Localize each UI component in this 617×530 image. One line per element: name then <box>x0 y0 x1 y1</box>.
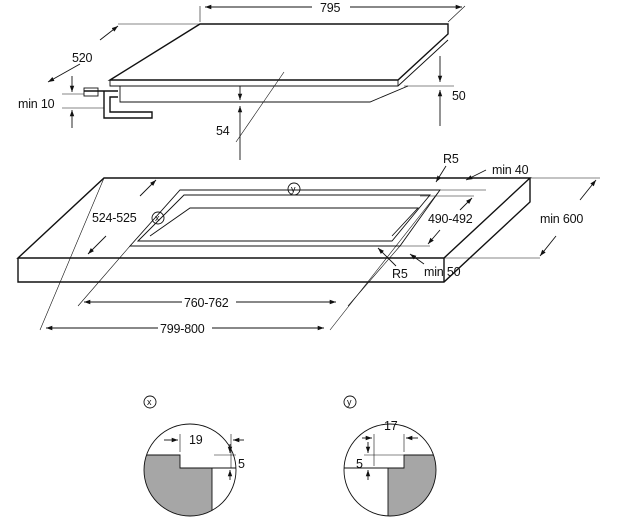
radius-bottom-label: R5 <box>392 267 408 281</box>
detail-y-tag-label: y <box>347 397 352 407</box>
detail-x-worktop-section <box>144 455 212 516</box>
detail-x-circle <box>143 423 237 517</box>
min-back-label: min 40 <box>492 163 529 177</box>
hob-height-label: 50 <box>452 89 466 103</box>
marker-x-label: x <box>155 213 160 223</box>
min-front-label: min 50 <box>424 265 461 279</box>
cutout-inner <box>136 194 431 242</box>
cutout-outer <box>128 189 441 247</box>
detail-y-width-label: 17 <box>384 419 398 433</box>
worktop-cutout-view: y x R5 min 40 min 600 490-492 524-525 R5… <box>16 152 600 336</box>
detail-y: y 17 5 <box>343 395 437 517</box>
detail-x-tag <box>143 395 157 409</box>
hob-body <box>119 85 409 103</box>
detail-x-depth-label: 5 <box>238 457 245 471</box>
depth-below-label: 54 <box>216 124 230 138</box>
worktop-depth-label: min 600 <box>540 212 583 226</box>
detail-x-tag-label: x <box>147 397 152 407</box>
hob-view: 795 520 min 10 50 54 <box>18 1 466 160</box>
detail-y-circle <box>343 423 437 517</box>
cut-width-inner-label: 760-762 <box>184 296 229 310</box>
hob-width-label: 795 <box>320 1 341 15</box>
worktop-bracket <box>84 90 153 119</box>
detail-y-tag <box>343 395 357 409</box>
cut-width-outer-label: 799-800 <box>160 322 205 336</box>
marker-x-circle <box>151 211 165 225</box>
marker-y-circle <box>287 182 301 196</box>
cut-depth-side-label: 524-525 <box>92 211 137 225</box>
hob-depth-label: 520 <box>72 51 93 65</box>
detail-x-width-label: 19 <box>189 433 203 447</box>
marker-y-label: y <box>291 184 296 194</box>
detail-x: x 19 5 <box>143 395 245 517</box>
radius-top-label: R5 <box>443 152 459 166</box>
cut-depth-label: 490-492 <box>428 212 473 226</box>
hob-top-surface <box>107 23 449 81</box>
min-clearance-label: min 10 <box>18 97 55 111</box>
detail-y-depth-label: 5 <box>356 457 363 471</box>
